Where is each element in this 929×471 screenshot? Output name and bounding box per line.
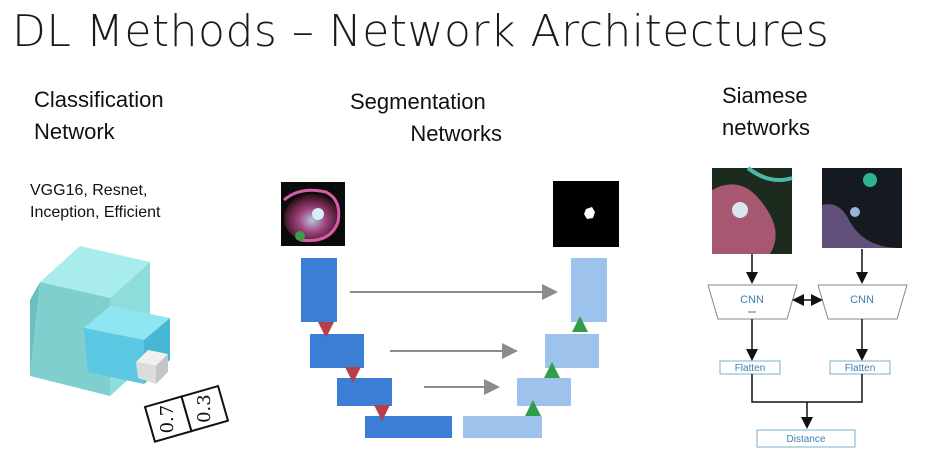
segmentation-heading: Segmentation Networks bbox=[350, 86, 502, 150]
classification-models-line2: Inception, Efficient bbox=[30, 204, 161, 221]
big-cube-top bbox=[40, 246, 150, 298]
encoder-block-1 bbox=[301, 258, 337, 322]
encoder-block-3 bbox=[337, 378, 392, 406]
segmentation-unet bbox=[281, 181, 619, 438]
cnn-label-left: CNN bbox=[740, 294, 764, 306]
distance-label: Distance bbox=[787, 434, 826, 445]
classification-models: VGG16, Resnet, Inception, Efficient bbox=[30, 180, 160, 224]
flatten-label-left: Flatten bbox=[735, 363, 766, 374]
merge-connector bbox=[751, 374, 863, 403]
mid-cube-top bbox=[84, 306, 170, 340]
segmentation-input-image bbox=[281, 182, 345, 246]
flatten-box-left bbox=[719, 360, 781, 375]
small-cube-front bbox=[136, 362, 156, 384]
siamese-heading-line1: Siamese bbox=[722, 83, 808, 108]
siamese-heading: Siamese networks bbox=[722, 80, 810, 144]
cnn-block-left bbox=[707, 284, 798, 320]
classification-heading-line1: Classification bbox=[34, 87, 164, 112]
classification-models-line1: VGG16, Resnet, bbox=[30, 182, 148, 199]
segmentation-output-mask bbox=[553, 181, 619, 247]
siamese-input-image-right bbox=[822, 168, 902, 248]
output-prob-2: 0.3 bbox=[194, 394, 215, 423]
siamese-heading-line2: networks bbox=[722, 115, 811, 140]
cnn-label-right: CNN bbox=[850, 294, 874, 306]
distance-box bbox=[756, 429, 856, 448]
page-title: DL Methods – Network Architectures bbox=[12, 6, 830, 57]
classification-heading-line2: Network bbox=[34, 119, 115, 144]
segmentation-heading-line1: Segmentation bbox=[350, 89, 486, 114]
siamese-input-image-left bbox=[712, 166, 793, 254]
classification-heading: Classification Network bbox=[34, 84, 164, 148]
encoder-block-2 bbox=[310, 334, 364, 368]
decoder-block-2 bbox=[545, 334, 599, 368]
segmentation-heading-line2: Networks bbox=[410, 121, 502, 146]
output-probabilities: 0.7 0.3 bbox=[143, 384, 230, 443]
mid-cube-front bbox=[84, 328, 144, 384]
decoder-block-1 bbox=[571, 258, 607, 322]
siamese-network: CNN CNN Flatten Flatten Distance bbox=[707, 166, 908, 448]
flatten-label-right: Flatten bbox=[845, 363, 876, 374]
flatten-box-right bbox=[829, 360, 891, 375]
classification-network-illustration: 0.7 0.3 bbox=[30, 246, 230, 443]
cnn-block-right bbox=[817, 284, 908, 320]
decoder-block-bottom bbox=[463, 416, 542, 438]
small-cube-side bbox=[156, 354, 168, 384]
bottleneck-block bbox=[365, 416, 452, 438]
output-prob-1: 0.7 bbox=[157, 405, 178, 434]
decoder-block-3 bbox=[517, 378, 571, 406]
